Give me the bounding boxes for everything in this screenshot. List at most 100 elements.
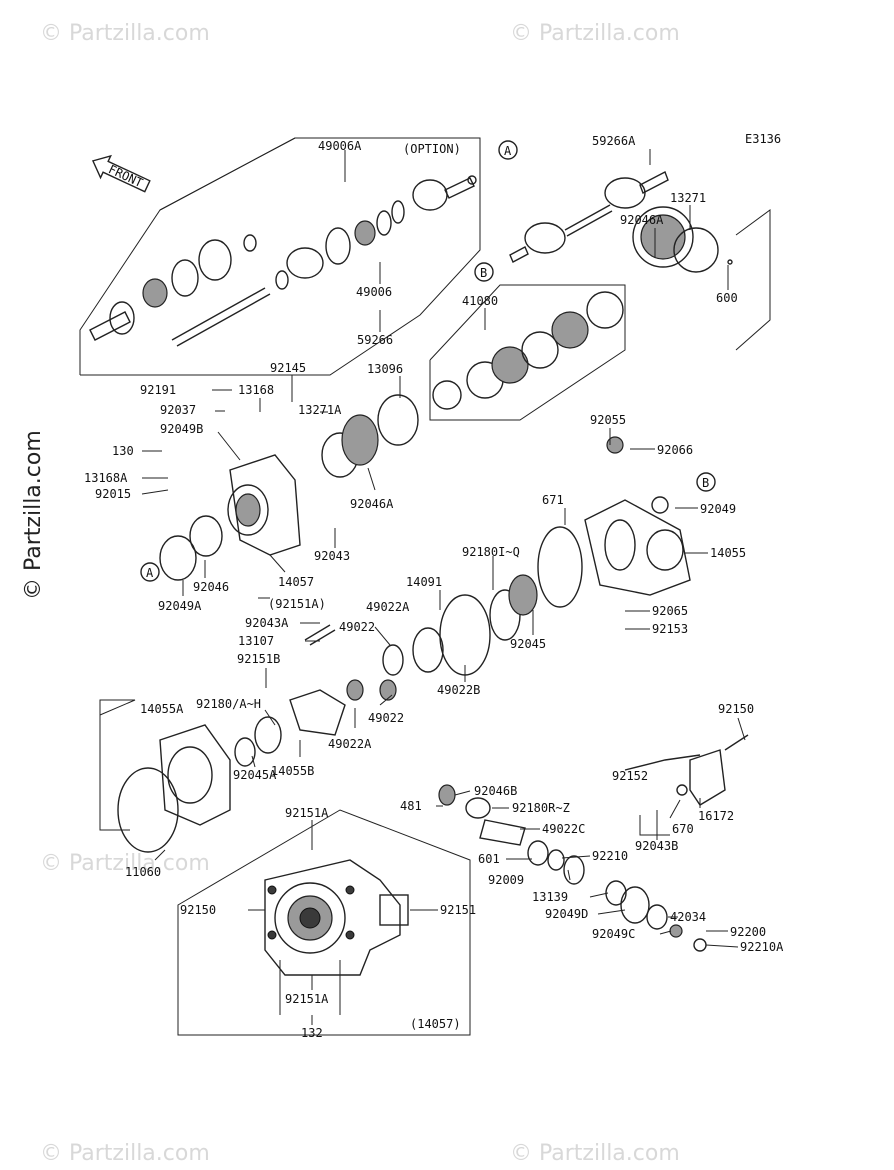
- label-92049D: 92049D: [545, 907, 588, 921]
- label-92055: 92055: [590, 413, 626, 427]
- housing-inset-frame: [177, 809, 471, 1036]
- ref-marker-a-left: A: [140, 562, 160, 582]
- label-92200: 92200: [730, 925, 766, 939]
- label-16172: 16172: [698, 809, 734, 823]
- ring-gear-49022B: [412, 574, 538, 676]
- label-13271: 13271: [670, 191, 706, 205]
- label-92180R-Z: 92180R~Z: [512, 801, 570, 815]
- label-49022C: 49022C: [542, 822, 585, 836]
- watermark-tr: © Partzilla.com: [510, 21, 680, 46]
- watermark-bl: © Partzilla.com: [40, 1141, 210, 1166]
- ref-marker-a-top: A: [498, 140, 518, 160]
- axle-shaft-59266: [89, 175, 477, 347]
- label-92015: 92015: [95, 487, 131, 501]
- label-92066: 92066: [657, 443, 693, 457]
- axle-shaft-59266A: [509, 171, 733, 273]
- label-92049C: 92049C: [592, 927, 635, 941]
- label-92151A-paren: (92151A): [268, 597, 326, 611]
- svg-text:A: A: [146, 566, 154, 580]
- label-92045: 92045: [510, 637, 546, 651]
- gear-case-14055: [537, 436, 691, 608]
- front-arrow-icon: FRONT: [91, 154, 151, 193]
- label-92046: 92046: [193, 580, 229, 594]
- label-92151A-bottom: 92151A: [285, 992, 329, 1006]
- clutch-frame: [429, 284, 626, 421]
- label-92046B: 92046B: [474, 784, 517, 798]
- label-601: 601: [478, 852, 500, 866]
- label-49022A-bottom: 49022A: [328, 737, 372, 751]
- label-92150-inset: 92150: [180, 903, 216, 917]
- label-14055B: 14055B: [271, 764, 314, 778]
- ref-marker-b-top: B: [474, 262, 494, 282]
- housing-14057: [159, 394, 419, 581]
- label-481: 481: [400, 799, 422, 813]
- label-92043B: 92043B: [635, 839, 678, 853]
- pinion-assembly: [438, 784, 707, 952]
- label-92180A-H: 92180/A~H: [196, 697, 261, 711]
- label-92151A-top: 92151A: [285, 806, 329, 820]
- cover-14055A: [117, 724, 231, 853]
- label-14055: 14055: [710, 546, 746, 560]
- svg-text:B: B: [480, 266, 487, 280]
- label-92210: 92210: [592, 849, 628, 863]
- label-92151: 92151: [440, 903, 476, 917]
- label-130: 130: [112, 444, 134, 458]
- label-49006A: 49006A: [318, 139, 362, 153]
- label-92150-right: 92150: [718, 702, 754, 716]
- front-label: FRONT: [106, 162, 145, 190]
- watermark-br: © Partzilla.com: [510, 1141, 680, 1166]
- label-92045A: 92045A: [233, 768, 277, 782]
- label-92037: 92037: [160, 403, 196, 417]
- label-41080: 41080: [462, 294, 498, 308]
- ref-marker-b-right: B: [696, 472, 716, 492]
- label-14057: 14057: [278, 575, 314, 589]
- label-92009: 92009: [488, 873, 524, 887]
- housing-inset-14057: [264, 859, 409, 976]
- label-59266A: 59266A: [592, 134, 636, 148]
- label-49022A-top: 49022A: [366, 600, 410, 614]
- clutch-plates-41080: [432, 291, 624, 410]
- watermark-side: © Partzilla.com: [21, 430, 46, 600]
- label-13096: 13096: [367, 362, 403, 376]
- label-92046A-mid: 92046A: [350, 497, 394, 511]
- label-92049B: 92049B: [160, 422, 203, 436]
- label-92152: 92152: [612, 769, 648, 783]
- diagram-code: E3136: [745, 132, 781, 146]
- label-92153: 92153: [652, 622, 688, 636]
- label-132: 132: [301, 1026, 323, 1040]
- label-13168A: 13168A: [84, 471, 128, 485]
- label-14055A: 14055A: [140, 702, 184, 716]
- label-92046A-top: 92046A: [620, 213, 664, 227]
- label-13139: 13139: [532, 890, 568, 904]
- part-labels: 49006A 59266A 13271 92046A 600 49006 592…: [84, 134, 784, 1040]
- label-13107: 13107: [238, 634, 274, 648]
- label-49022B: 49022B: [437, 683, 480, 697]
- label-92210A: 92210A: [740, 940, 784, 954]
- label-92049: 92049: [700, 502, 736, 516]
- label-13271A: 13271A: [298, 403, 342, 417]
- label-92043: 92043: [314, 549, 350, 563]
- option-label: (OPTION): [403, 142, 461, 156]
- label-49022-bottom: 49022: [368, 711, 404, 725]
- label-92065: 92065: [652, 604, 688, 618]
- label-14057-paren: (14057): [410, 1017, 461, 1031]
- label-92043A: 92043A: [245, 616, 289, 630]
- label-92145: 92145: [270, 361, 306, 375]
- svg-text:A: A: [504, 144, 512, 158]
- label-14091: 14091: [406, 575, 442, 589]
- label-49022-top: 49022: [339, 620, 375, 634]
- label-92180I-Q: 92180I~Q: [462, 545, 520, 559]
- svg-text:B: B: [702, 476, 709, 490]
- leader-lines: [141, 149, 746, 1025]
- label-11060: 11060: [125, 865, 161, 879]
- label-49006: 49006: [356, 285, 392, 299]
- label-600: 600: [716, 291, 738, 305]
- label-13168: 13168: [238, 383, 274, 397]
- label-670: 670: [672, 822, 694, 836]
- label-92049A: 92049A: [158, 599, 202, 613]
- label-92151B: 92151B: [237, 652, 280, 666]
- label-671: 671: [542, 493, 564, 507]
- watermark-ml: © Partzilla.com: [40, 851, 210, 876]
- axle-frame: [79, 137, 481, 376]
